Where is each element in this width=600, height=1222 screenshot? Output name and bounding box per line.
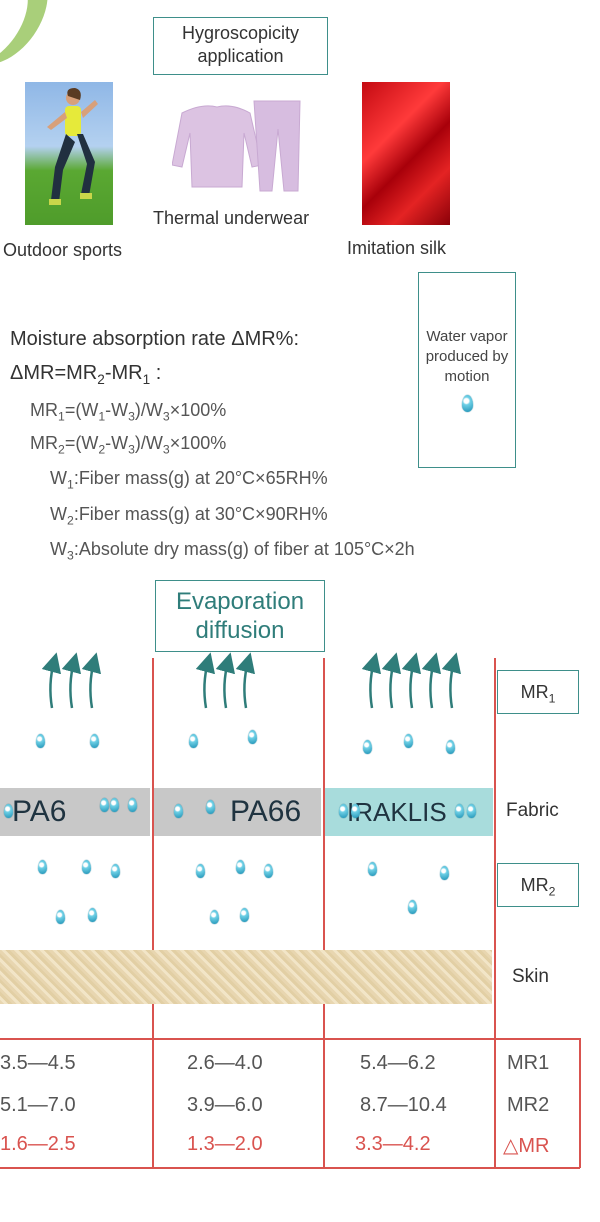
table-cell-mr1-pa66: 2.6—4.0 <box>187 1052 263 1074</box>
thermal-underwear-photo <box>172 95 304 195</box>
formula-heading: Moisture absorption rate ΔMR%: <box>10 328 300 350</box>
table-row-label-mr2: MR2 <box>507 1094 550 1116</box>
droplet-icon <box>440 866 449 880</box>
droplet-icon <box>368 862 377 876</box>
droplet-icon <box>206 800 215 814</box>
droplet-icon <box>446 740 455 754</box>
outdoor-sports-label: Outdoor sports <box>3 240 123 260</box>
fabric-band-iraklis: IRAKLIS <box>325 788 493 836</box>
formula-w3: W3:Absolute dry mass(g) of fiber at 105°… <box>50 539 415 563</box>
table-top-line <box>0 1038 580 1040</box>
evaporation-arrows <box>41 652 462 709</box>
droplet-icon <box>248 730 257 744</box>
formula-mr1: MR1=(W1-W3)/W3×100% <box>30 400 227 424</box>
table-cell-mr2-iraklis: 8.7—10.4 <box>360 1094 447 1116</box>
fabric-label-pa6: PA6 <box>12 795 67 828</box>
table-row-label-dmr: △MR <box>503 1135 550 1157</box>
mr2-label-box: MR2 <box>497 863 579 907</box>
droplet-icon <box>236 860 245 874</box>
droplet-icon <box>110 798 119 812</box>
table-cell-mr1-iraklis: 5.4—6.2 <box>360 1052 436 1074</box>
droplet-icon <box>82 860 91 874</box>
mr2-label: MR2 <box>520 875 556 899</box>
droplet-icon <box>100 798 109 812</box>
formula-mr2: MR2=(W2-W3)/W3×100% <box>30 433 227 457</box>
hygroscopicity-title-box: Hygroscopicity application <box>153 17 328 75</box>
divider-line-2 <box>323 658 325 1168</box>
droplet-icon <box>128 798 137 812</box>
fabric-label: Fabric <box>506 800 559 821</box>
skin-label: Skin <box>512 966 549 987</box>
droplet-icon <box>240 908 249 922</box>
droplet-icon <box>4 804 13 818</box>
table-bottom-line <box>0 1167 580 1169</box>
droplet-icon <box>455 804 464 818</box>
formula-w2: W2:Fiber mass(g) at 30°C×90RH% <box>50 504 328 528</box>
droplet-icon <box>36 734 45 748</box>
title-text: Hygroscopicity application <box>181 23 300 66</box>
droplet-icon <box>363 740 372 754</box>
evaporation-text: Evaporation diffusion <box>175 588 305 644</box>
divider-line-3 <box>494 658 496 1168</box>
evaporation-diffusion-box: Evaporation diffusion <box>155 580 325 652</box>
droplet-icon <box>111 864 120 878</box>
table-right-line <box>579 1038 581 1168</box>
fabric-band-pa66: PA66 <box>154 788 321 836</box>
droplet-icon <box>88 908 97 922</box>
imitation-silk-label: Imitation silk <box>347 238 447 258</box>
mr1-label: MR1 <box>520 682 556 706</box>
fabric-band-pa6: PA6 <box>0 788 150 836</box>
droplet-icon <box>189 734 198 748</box>
fabric-label-iraklis: IRAKLIS <box>347 797 447 827</box>
droplet-icon <box>264 864 273 878</box>
water-drop-icon <box>461 395 473 412</box>
formula-delta-mr: ΔMR=MR2-MR1 : <box>10 362 162 387</box>
droplet-icon <box>408 900 417 914</box>
droplet-icon <box>56 910 65 924</box>
table-cell-dmr-iraklis: 3.3—4.2 <box>355 1133 431 1155</box>
droplet-icon <box>90 734 99 748</box>
table-cell-mr1-pa6: 3.5—4.5 <box>0 1052 76 1074</box>
droplet-icon <box>339 804 348 818</box>
red-silk-photo <box>362 82 450 225</box>
droplet-icon <box>196 864 205 878</box>
droplet-icon <box>38 860 47 874</box>
formula-w1: W1:Fiber mass(g) at 20°C×65RH% <box>50 468 328 492</box>
table-cell-dmr-pa66: 1.3—2.0 <box>187 1133 263 1155</box>
runner-photo <box>25 82 113 225</box>
mr1-label-box: MR1 <box>497 670 579 714</box>
droplet-icon <box>351 804 360 818</box>
table-row-label-mr1: MR1 <box>507 1052 550 1074</box>
water-vapor-box: Water vapor produced by motion <box>418 272 516 468</box>
droplet-icon <box>174 804 183 818</box>
table-cell-mr2-pa66: 3.9—6.0 <box>187 1094 263 1116</box>
skin-band <box>0 950 492 1004</box>
droplet-icon <box>404 734 413 748</box>
table-cell-dmr-pa6: 1.6—2.5 <box>0 1133 76 1155</box>
thermal-underwear-label: Thermal underwear <box>153 208 310 228</box>
droplet-icon <box>467 804 476 818</box>
droplet-icon <box>210 910 219 924</box>
divider-line-1 <box>152 658 154 1168</box>
table-cell-mr2-pa6: 5.1—7.0 <box>0 1094 76 1116</box>
fabric-label-pa66: PA66 <box>230 795 302 828</box>
water-vapor-text: Water vapor produced by motion <box>425 328 509 385</box>
